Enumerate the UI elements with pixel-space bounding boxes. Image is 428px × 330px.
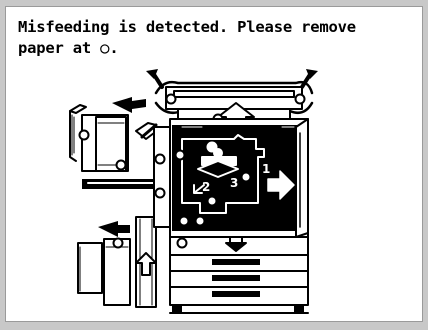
- copier-diagram: 1 2 3: [6, 7, 423, 322]
- marker-feeder-right: [296, 95, 305, 104]
- paper-drawers: [170, 237, 308, 313]
- document-feeder: [146, 69, 318, 124]
- marker-body-bottom-left: [180, 217, 189, 226]
- marker-finisher-tray: [80, 131, 89, 140]
- marker-left-edge: [176, 151, 185, 160]
- callout-3: 3: [230, 176, 238, 190]
- marker-drawer-1: [178, 239, 187, 248]
- marker-feeder-left: [167, 95, 176, 104]
- marker-side-mid: [156, 189, 165, 198]
- copier-body: 1 2 3: [154, 119, 308, 237]
- marker-finisher-bottom: [117, 161, 126, 170]
- finisher-lower: [78, 217, 156, 307]
- touch-panel-screen: Misfeeding is detected. Please remove pa…: [5, 6, 423, 322]
- callout-1: 1: [262, 162, 270, 176]
- marker-lower-finisher: [114, 239, 123, 248]
- marker-body-bottom: [196, 217, 205, 226]
- finisher-upper: [70, 97, 156, 189]
- callout-2: 2: [202, 180, 210, 194]
- marker-side-top: [156, 155, 165, 164]
- marker-inner-bottom: [208, 197, 217, 206]
- marker-inner-right: [242, 173, 251, 182]
